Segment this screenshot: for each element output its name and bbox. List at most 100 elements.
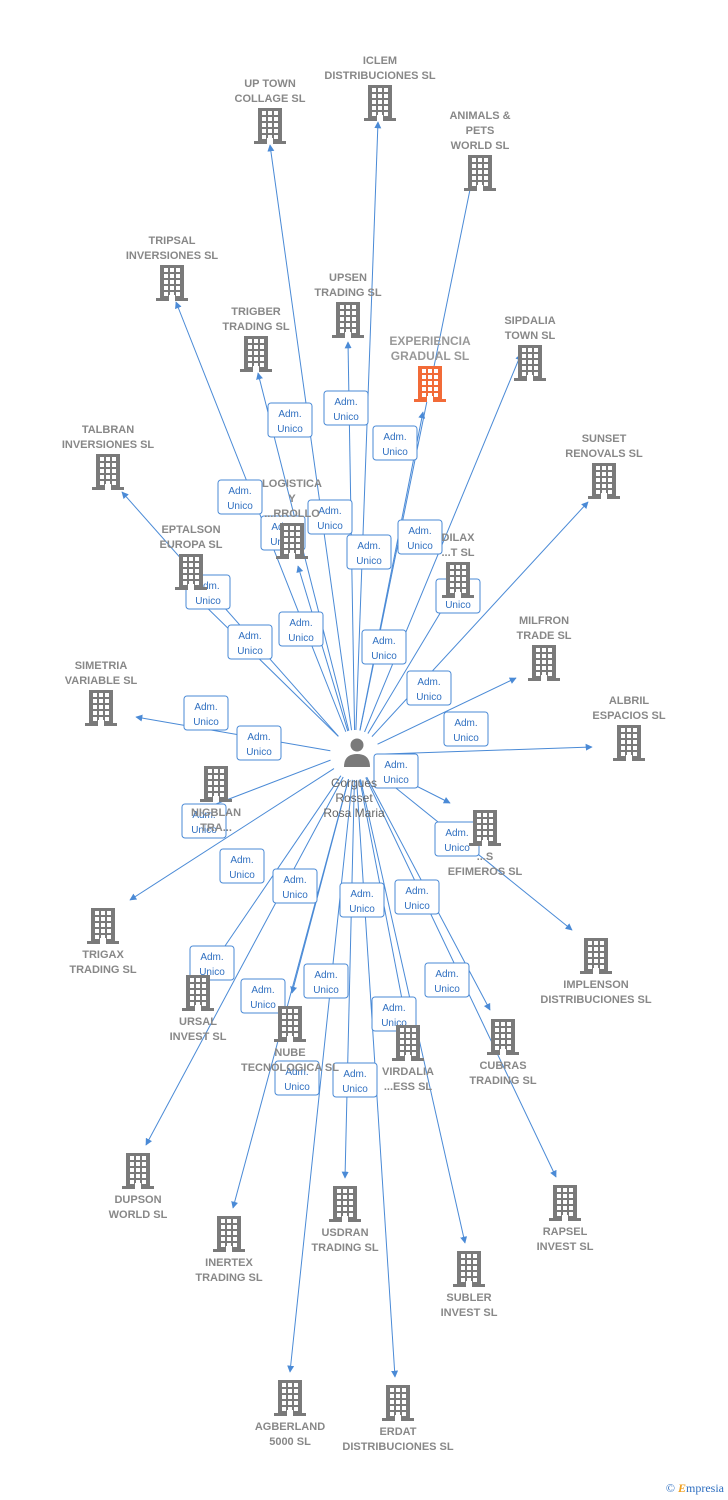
- company-name-line: DISTRIBUCIONES SL: [342, 1441, 454, 1453]
- company-name-line: WORLD SL: [451, 140, 510, 152]
- edge-up-town-collage: [267, 144, 353, 731]
- edge-experiencia-gradual: [359, 411, 426, 731]
- edge-role-text: Unico: [404, 901, 430, 912]
- edge-role-text: Unico: [317, 521, 343, 532]
- edge-role-label: Adm.Unico: [397, 519, 443, 555]
- company-name-line: TRADING SL: [314, 287, 382, 299]
- edge-role-text: Unico: [246, 747, 272, 758]
- company-node-virdalia[interactable]: VIRDALIA...ESS SL: [382, 1025, 434, 1093]
- edge-trigax-trading: [129, 768, 335, 901]
- edge-role-text: Unico: [381, 1018, 407, 1029]
- edge-role-text: Unico: [356, 556, 382, 567]
- building-icon: [175, 554, 207, 590]
- edge-role-text: Adm.: [230, 855, 253, 866]
- edge-role-text: Adm.: [408, 526, 431, 537]
- edge-simetria-variable: [135, 714, 331, 752]
- company-name-line: UPSEN: [329, 272, 367, 284]
- edge-sipdalia-town: [364, 353, 522, 733]
- edge-role-text: Adm.: [445, 828, 468, 839]
- edge-role-label: Adm.Unico: [373, 753, 419, 789]
- company-name-line: PETS: [466, 125, 495, 137]
- edge-role-text: Unico: [416, 692, 442, 703]
- company-name-line: 5000 SL: [269, 1436, 311, 1448]
- edge-role-text: Adm.: [196, 581, 219, 592]
- edge-role-text: Adm.: [238, 631, 261, 642]
- building-icon: [254, 108, 286, 144]
- edge-role-text: Unico: [313, 985, 339, 996]
- edge-role-label: Adm.Unico: [372, 425, 418, 461]
- building-icon: [382, 1385, 414, 1421]
- building-icon: [156, 265, 188, 301]
- company-name-line: TRIGAX: [82, 949, 124, 961]
- edge-role-text: Unico: [382, 447, 408, 458]
- company-name-line: TRADING SL: [222, 321, 290, 333]
- company-node-animals-pets-world[interactable]: ANIMALS & PETS WORLD SL: [449, 110, 511, 191]
- company-name-line: NIGBLAN: [191, 807, 241, 819]
- edge-role-text: Unico: [229, 870, 255, 881]
- company-node-dupson-world[interactable]: DUPSON WORLD SL: [109, 1153, 168, 1221]
- company-name-line: VARIABLE SL: [65, 675, 138, 687]
- edge-role-text: Unico: [445, 600, 471, 611]
- edge-role-label: Adm.Unico: [217, 479, 263, 515]
- company-name-line: EFIMEROS SL: [448, 866, 523, 878]
- edge-role-text: Unico: [453, 733, 479, 744]
- company-name-line: USDRAN: [321, 1227, 368, 1239]
- company-node-nigblan[interactable]: NIGBLANTRA...: [191, 766, 241, 834]
- edge-role-text: Adm.: [283, 875, 306, 886]
- edge-role-text: Adm.: [334, 397, 357, 408]
- edge-nigblan: [215, 759, 331, 805]
- company-name-line: INVERSIONES SL: [62, 439, 155, 451]
- company-name-line: ...ESS SL: [384, 1081, 433, 1093]
- edge-role-label: Adm.Unico: [303, 963, 349, 999]
- company-node-dilax[interactable]: DILAX...T SL: [442, 532, 476, 598]
- company-name-line: DUPSON: [114, 1194, 161, 1206]
- edge-role-text: Adm.: [454, 718, 477, 729]
- edge-role-text: Adm.: [318, 506, 341, 517]
- company-name-line: SUBLER: [446, 1292, 491, 1304]
- company-name-line: ANIMALS &: [449, 110, 510, 122]
- company-name-line: WORLD SL: [109, 1209, 168, 1221]
- company-name-line: ...T SL: [442, 547, 475, 559]
- edge-role-label: Adm.Unico: [434, 821, 480, 857]
- edge-role-text: Unico: [191, 825, 217, 836]
- edge-role-label: Adm. Unico: [443, 711, 489, 747]
- company-name-line: SIMETRIA: [75, 660, 128, 672]
- company-name-line: TRIPSAL: [148, 235, 195, 247]
- edge-role-label: Adm.Unico: [181, 803, 227, 839]
- company-node-simetria-variable[interactable]: SIMETRIA VARIABLE SL: [65, 660, 138, 726]
- person-name-line: Gorgues: [331, 776, 377, 790]
- edge-iclem-distribuciones: [355, 121, 382, 731]
- company-name-line: ESPACIOS SL: [592, 710, 665, 722]
- edge-usdran-trading: [341, 779, 355, 1179]
- company-node-upsen-trading[interactable]: UPSEN TRADING SL: [314, 272, 382, 338]
- edge-role-label: Adm. Unico: [219, 848, 265, 884]
- edge-role-text: Unico: [227, 501, 253, 512]
